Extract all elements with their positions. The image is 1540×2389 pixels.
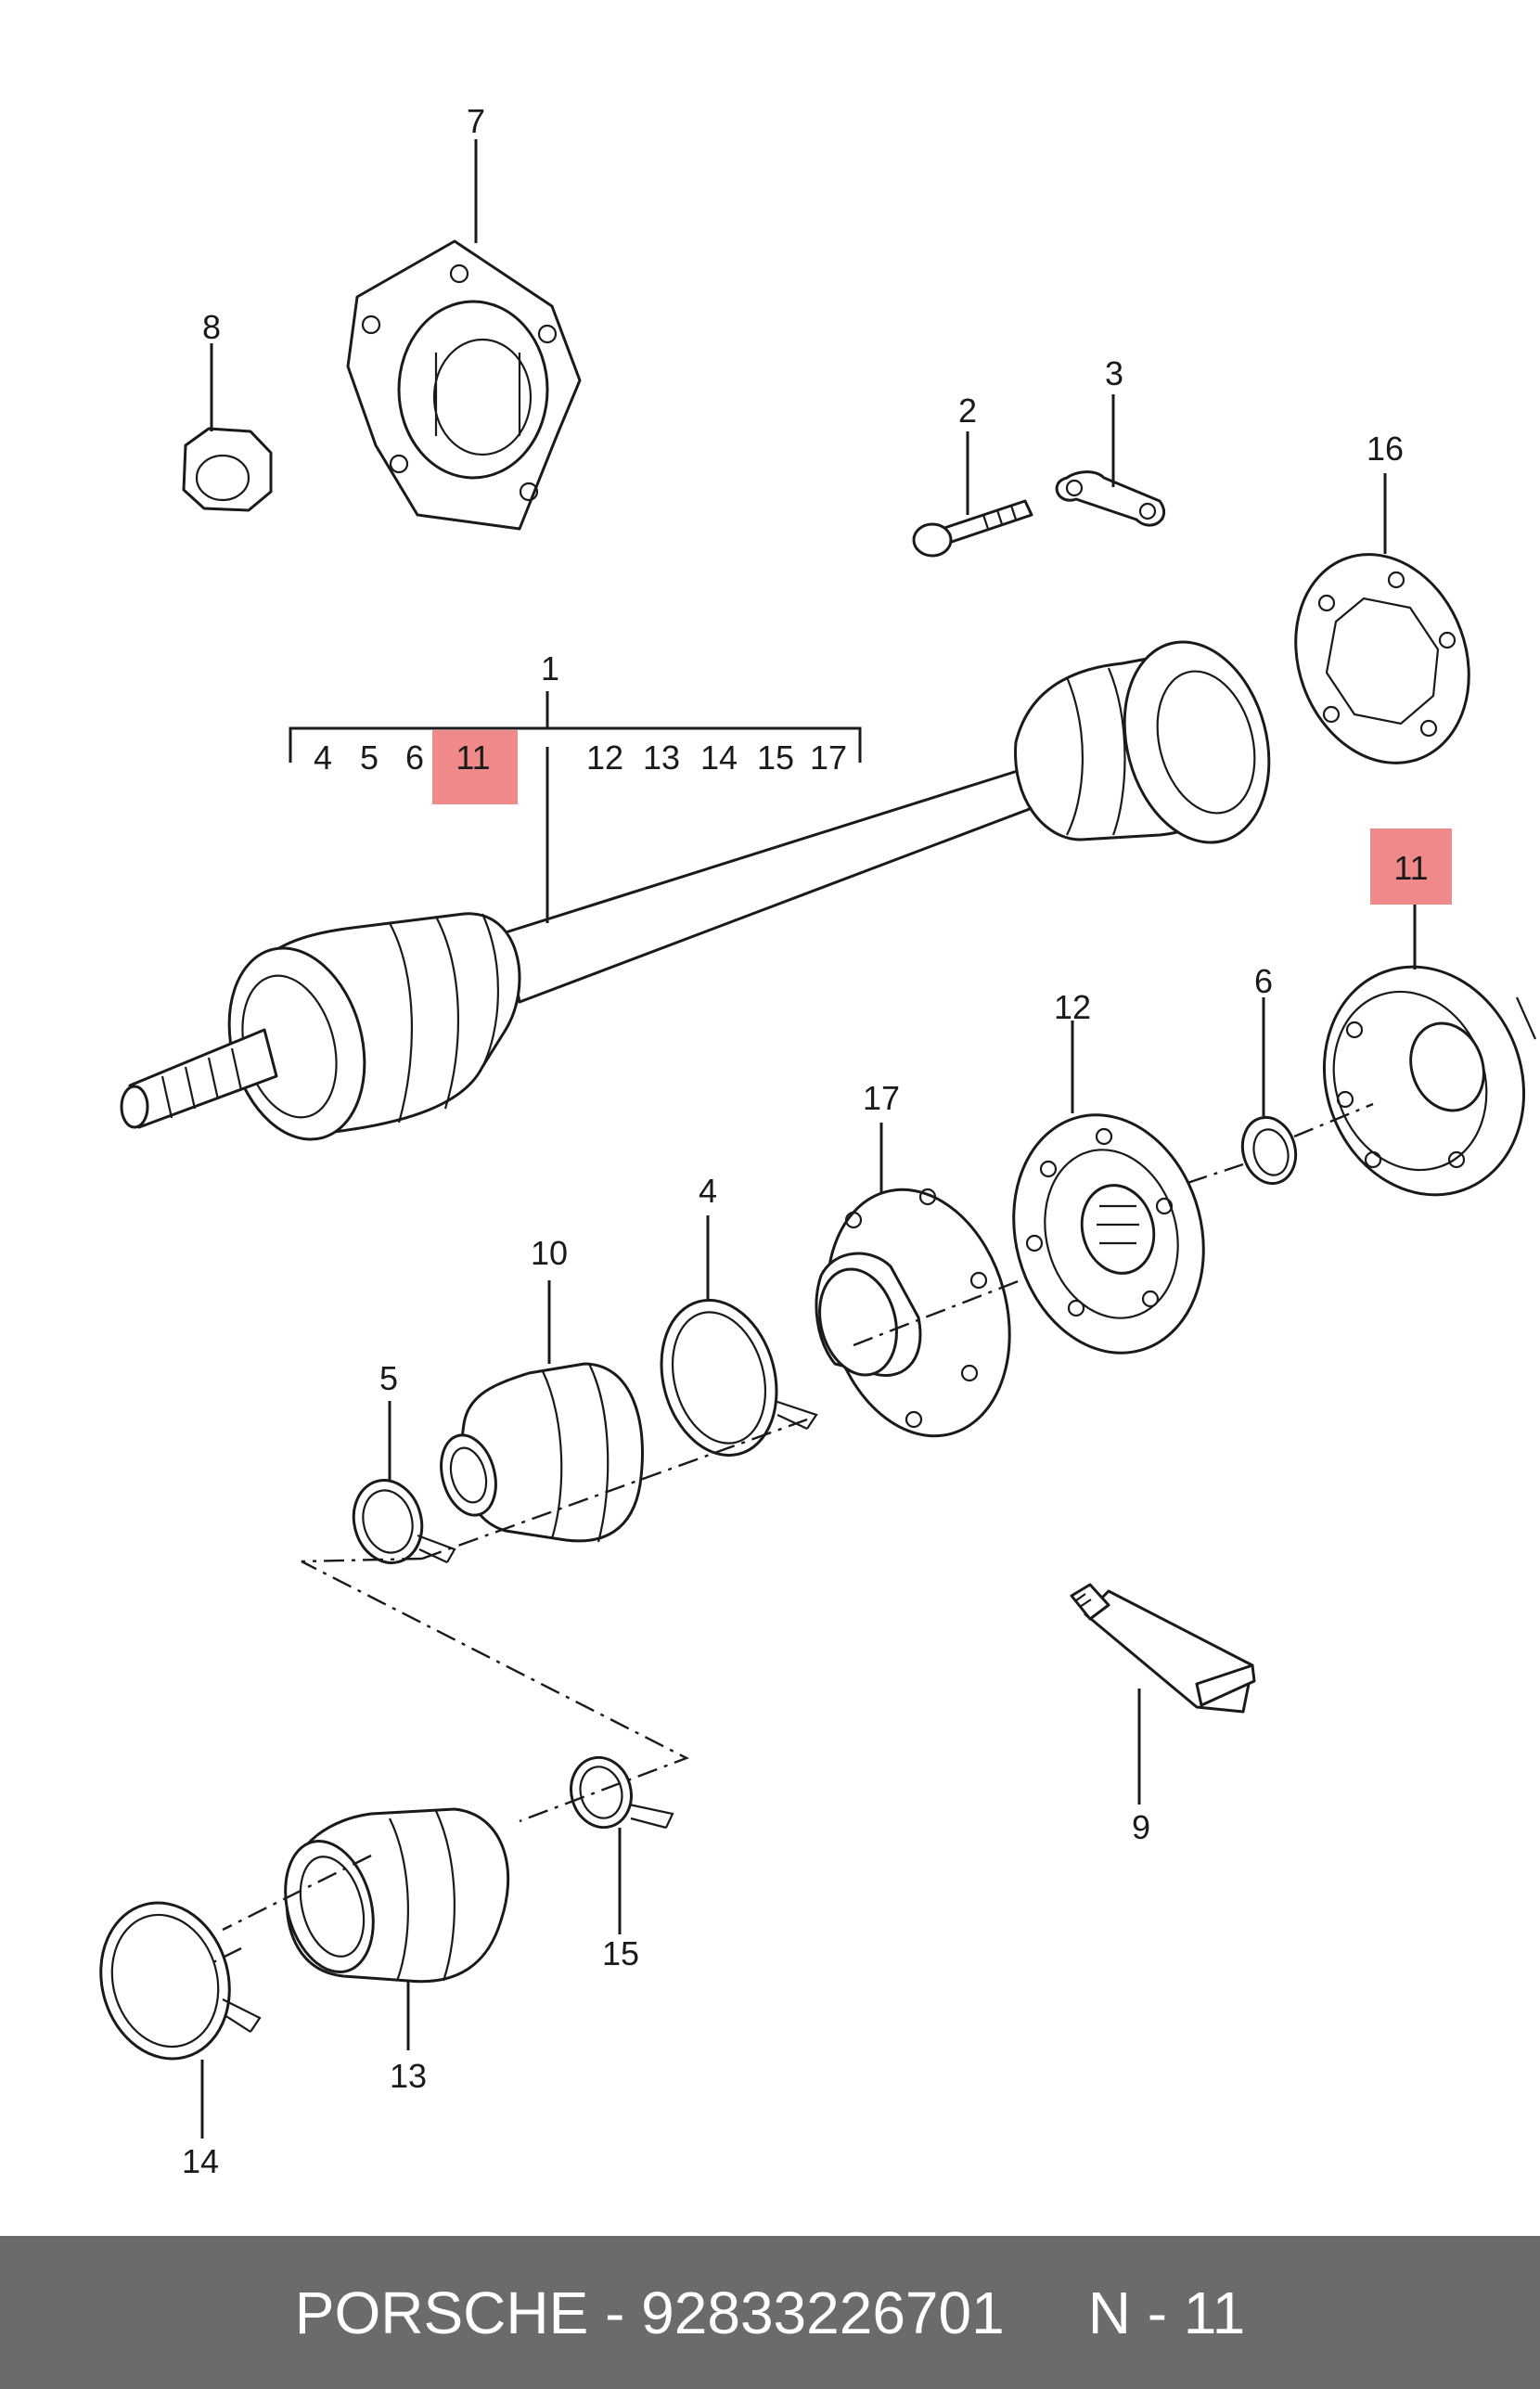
callout-6: 6 [1254,962,1273,1000]
callout-9: 9 [1132,1808,1150,1846]
bracket-item-12: 12 [586,739,623,777]
callout-2: 2 [958,392,977,430]
callout-4: 4 [699,1172,717,1210]
callout-11: 11 [1393,849,1428,887]
callout-labels: 1 2 3 4 5 6 7 8 9 10 11 12 13 14 15 16 1… [182,102,1429,2180]
callout-14: 14 [182,2142,219,2180]
part-13-boot [284,1807,510,2050]
callout-17: 17 [863,1079,900,1117]
part-8-nut [182,343,273,512]
part-1-drive-shaft-assembly [120,640,1271,1141]
callout-8: 8 [202,308,221,346]
part-14-large-clamp [99,1901,262,2139]
part-11-cv-joint [1322,828,1537,1197]
callout-15: 15 [602,1934,639,1972]
callout-7: 7 [467,102,485,140]
bracket-item-13: 13 [643,739,680,777]
callout-13: 13 [390,2057,427,2095]
part-3-lock-plate [1055,394,1166,527]
bracket-item-15: 15 [757,739,794,777]
part-16-gasket [1294,473,1470,764]
bracket-item-14: 14 [700,739,738,777]
bracket-item-11: 11 [456,739,490,777]
callout-3: 3 [1105,354,1123,392]
exploded-parts-diagram: 1 2 3 4 5 6 7 8 9 10 11 12 13 14 15 16 1… [99,102,1537,2180]
assembly-centerlines [212,1102,1374,1964]
part-5-small-clamp [352,1401,456,1564]
part-4-clamp [660,1215,818,1458]
part-7-drive-flange [346,139,582,531]
bracket-item-17: 17 [810,739,847,777]
part-17-cover [815,1123,1011,1438]
diagram-position: N - 11 [1087,2279,1246,2346]
bracket-item-4: 4 [314,739,332,777]
callout-5: 5 [379,1359,398,1397]
callout-1: 1 [541,649,559,687]
part-12-joint-hub [1012,1021,1205,1355]
brand-part-number: PORSCHE - 92833226701 [294,2279,1005,2346]
part-number-footer: PORSCHE - 92833226701 N - 11 [0,2236,1540,2389]
part-15-small-clamp [570,1755,674,1934]
callout-12: 12 [1054,988,1091,1026]
part-10-boot [440,1280,644,1543]
callout-10: 10 [531,1234,568,1272]
bracket-item-5: 5 [360,739,379,777]
part-6-circlip [1240,997,1298,1186]
callout-16: 16 [1367,430,1404,468]
bracket-item-6: 6 [405,739,424,777]
part-2-bolt [912,431,1033,558]
part-9-grease-tube [1070,1583,1256,1805]
